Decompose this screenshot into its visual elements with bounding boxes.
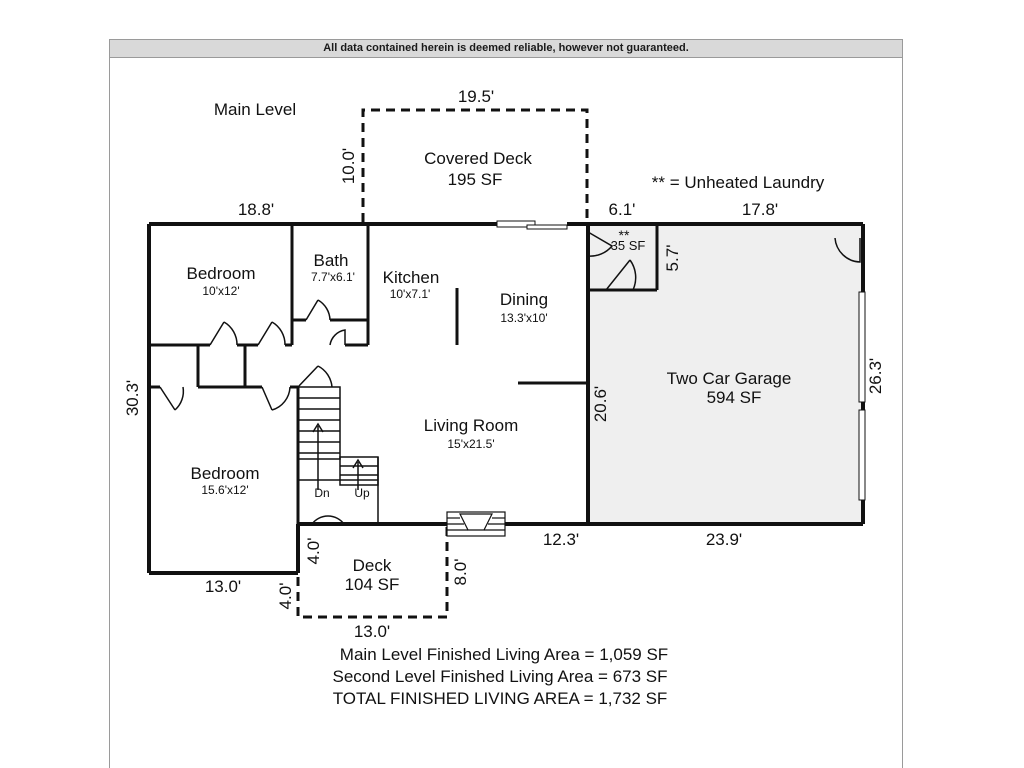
deck-bottom-dim: 13.0'	[354, 622, 390, 641]
garage-name: Two Car Garage	[667, 369, 792, 388]
stairs-down-label: Dn	[314, 486, 329, 500]
legend-unheated-laundry: ** = Unheated Laundry	[652, 173, 825, 192]
bedroom1-name: Bedroom	[187, 264, 256, 283]
summary-total: TOTAL FINISHED LIVING AREA = 1,732 SF	[333, 689, 668, 708]
stairs-up-label: Up	[354, 486, 370, 500]
fireplace	[446, 511, 506, 537]
covered-deck-area: 195 SF	[448, 170, 503, 189]
interior-walls	[149, 224, 659, 524]
deck-name: Deck	[353, 556, 392, 575]
garage-area: 594 SF	[707, 388, 762, 407]
deck-left-upper-dim: 4.0'	[304, 538, 323, 565]
living-room-size: 15'x21.5'	[447, 437, 494, 451]
deck-outline	[296, 527, 449, 619]
living-room-name: Living Room	[424, 416, 519, 435]
windows	[496, 220, 866, 501]
dim-top-right: 17.8'	[742, 200, 778, 219]
living-side-dim: 20.6'	[591, 386, 610, 422]
stairs	[297, 386, 379, 524]
kitchen-name: Kitchen	[383, 268, 440, 287]
dim-top-left: 18.8'	[238, 200, 274, 219]
bath-name: Bath	[314, 251, 349, 270]
door-swings	[159, 231, 861, 525]
covered-deck-depth-dim: 10.0'	[339, 148, 358, 184]
bedroom2-name: Bedroom	[191, 464, 260, 483]
laundry-side-dim: 5.7'	[663, 245, 682, 272]
level-title: Main Level	[214, 100, 296, 119]
dim-bottom-mid: 12.3'	[543, 530, 579, 549]
garage-fill	[588, 224, 862, 524]
covered-deck-width-dim: 19.5'	[458, 87, 494, 106]
dining-name: Dining	[500, 290, 548, 309]
deck-left-lower-dim: 4.0'	[276, 583, 295, 610]
bedroom1-size: 10'x12'	[202, 284, 239, 298]
disclaimer-banner: All data contained herein is deemed reli…	[109, 39, 903, 58]
deck-right-dim: 8.0'	[451, 559, 470, 586]
summary-main-level: Main Level Finished Living Area = 1,059 …	[340, 645, 668, 664]
dim-top-mid: 6.1'	[609, 200, 636, 219]
dim-bottom-right: 23.9'	[706, 530, 742, 549]
exterior-walls	[147, 222, 865, 575]
kitchen-size: 10'x7.1'	[390, 287, 431, 301]
left-side-dim: 30.3'	[123, 380, 142, 416]
bedroom2-size: 15.6'x12'	[201, 483, 248, 497]
summary-second-level: Second Level Finished Living Area = 673 …	[332, 667, 667, 686]
laundry-area: 35 SF	[611, 238, 646, 253]
covered-deck-outline	[361, 108, 589, 222]
deck-area: 104 SF	[345, 575, 400, 594]
covered-deck-name: Covered Deck	[424, 149, 532, 168]
bath-size: 7.7'x6.1'	[311, 270, 355, 284]
dim-bottom-left: 13.0'	[205, 577, 241, 596]
dining-size: 13.3'x10'	[500, 311, 547, 325]
garage-right-dim: 26.3'	[866, 358, 885, 394]
laundry-marker: **	[619, 227, 630, 243]
